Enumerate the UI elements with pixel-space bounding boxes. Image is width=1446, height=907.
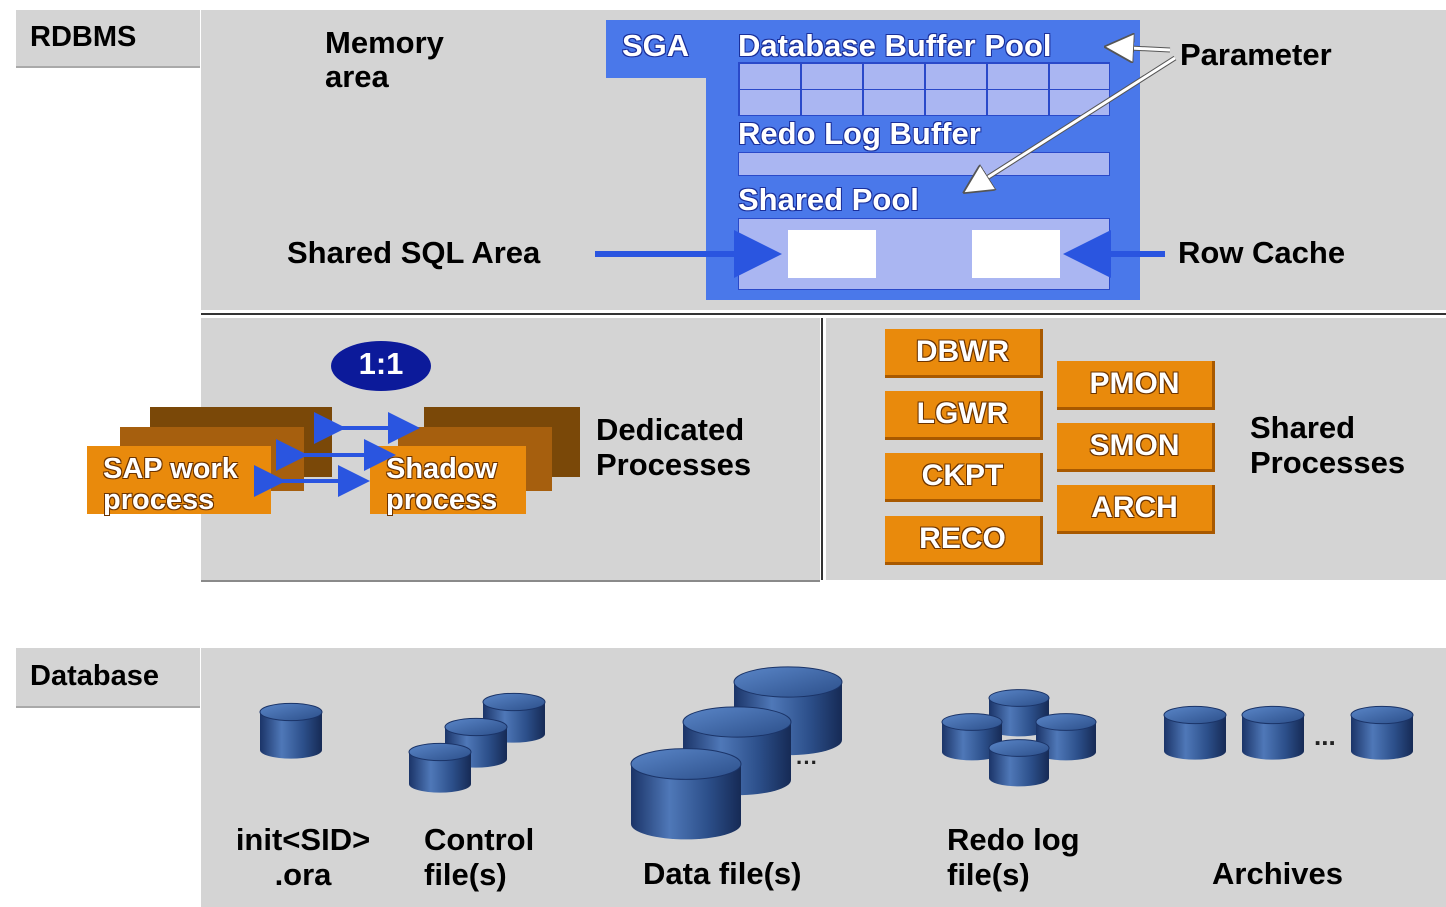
shared-processes-label: Shared Processes: [1250, 410, 1406, 480]
ratio-ellipse: [331, 341, 431, 391]
shadow-process-box: Shadow process: [370, 446, 526, 516]
process-arch: ARCH: [1057, 485, 1215, 534]
process-lgwr: LGWR: [885, 391, 1043, 440]
shared-sql-area-box: [788, 230, 876, 278]
buffer-pool-grid: [738, 62, 1110, 116]
process-reco: RECO: [885, 516, 1043, 565]
sap-work-process-box: SAP work process: [87, 446, 271, 516]
control-file-cylinder-icon: [408, 742, 472, 793]
process-dbwr: DBWR: [885, 329, 1043, 378]
data-files-label: Data file(s): [643, 856, 802, 891]
rdbms-tab: RDBMS: [16, 10, 200, 68]
init-ora-label: init<SID> .ora: [235, 822, 371, 892]
dedicated-processes-label: Dedicated Processes: [596, 412, 752, 482]
divider-line: [201, 580, 820, 582]
redo-log-cylinder-icon: [988, 689, 1050, 737]
archives-label: Archives: [1212, 856, 1343, 891]
control-files-label: Control file(s): [424, 822, 535, 892]
parameter-label: Parameter: [1180, 37, 1332, 72]
process-pmon: PMON: [1057, 361, 1215, 410]
redo-log-cylinder-icon: [941, 713, 1003, 761]
divider-line: [821, 318, 823, 580]
shared-pool-label: Shared Pool: [738, 182, 919, 217]
data-file-cylinder-icon: [630, 748, 742, 840]
row-cache-label: Row Cache: [1178, 235, 1346, 270]
data-files-dots: ···: [796, 750, 818, 775]
redo-log-buffer-label: Redo Log Buffer: [738, 116, 981, 151]
process-smon: SMON: [1057, 423, 1215, 472]
init-ora-cylinder-icon: [259, 702, 323, 759]
redo-log-files-label: Redo log file(s): [947, 822, 1080, 892]
redo-log-cylinder-icon: [988, 739, 1050, 787]
process-ckpt: CKPT: [885, 453, 1043, 502]
redo-log-buffer-bar: [738, 152, 1110, 176]
shared-sql-area-label: Shared SQL Area: [287, 235, 541, 270]
archive-cylinder-icon: [1241, 705, 1305, 760]
ratio-label: 1:1: [358, 346, 404, 381]
archives-dots: ...: [1314, 721, 1336, 751]
divider-line: [201, 313, 1446, 315]
row-cache-box: [972, 230, 1060, 278]
database-tab: Database: [16, 648, 200, 708]
archive-cylinder-icon: [1350, 705, 1414, 760]
sga-label: SGA: [622, 28, 690, 63]
archive-cylinder-icon: [1163, 705, 1227, 760]
redo-log-cylinder-icon: [1035, 713, 1097, 761]
memory-area-label: Memory area: [325, 25, 444, 94]
buffer-pool-label: Database Buffer Pool: [738, 28, 1052, 63]
